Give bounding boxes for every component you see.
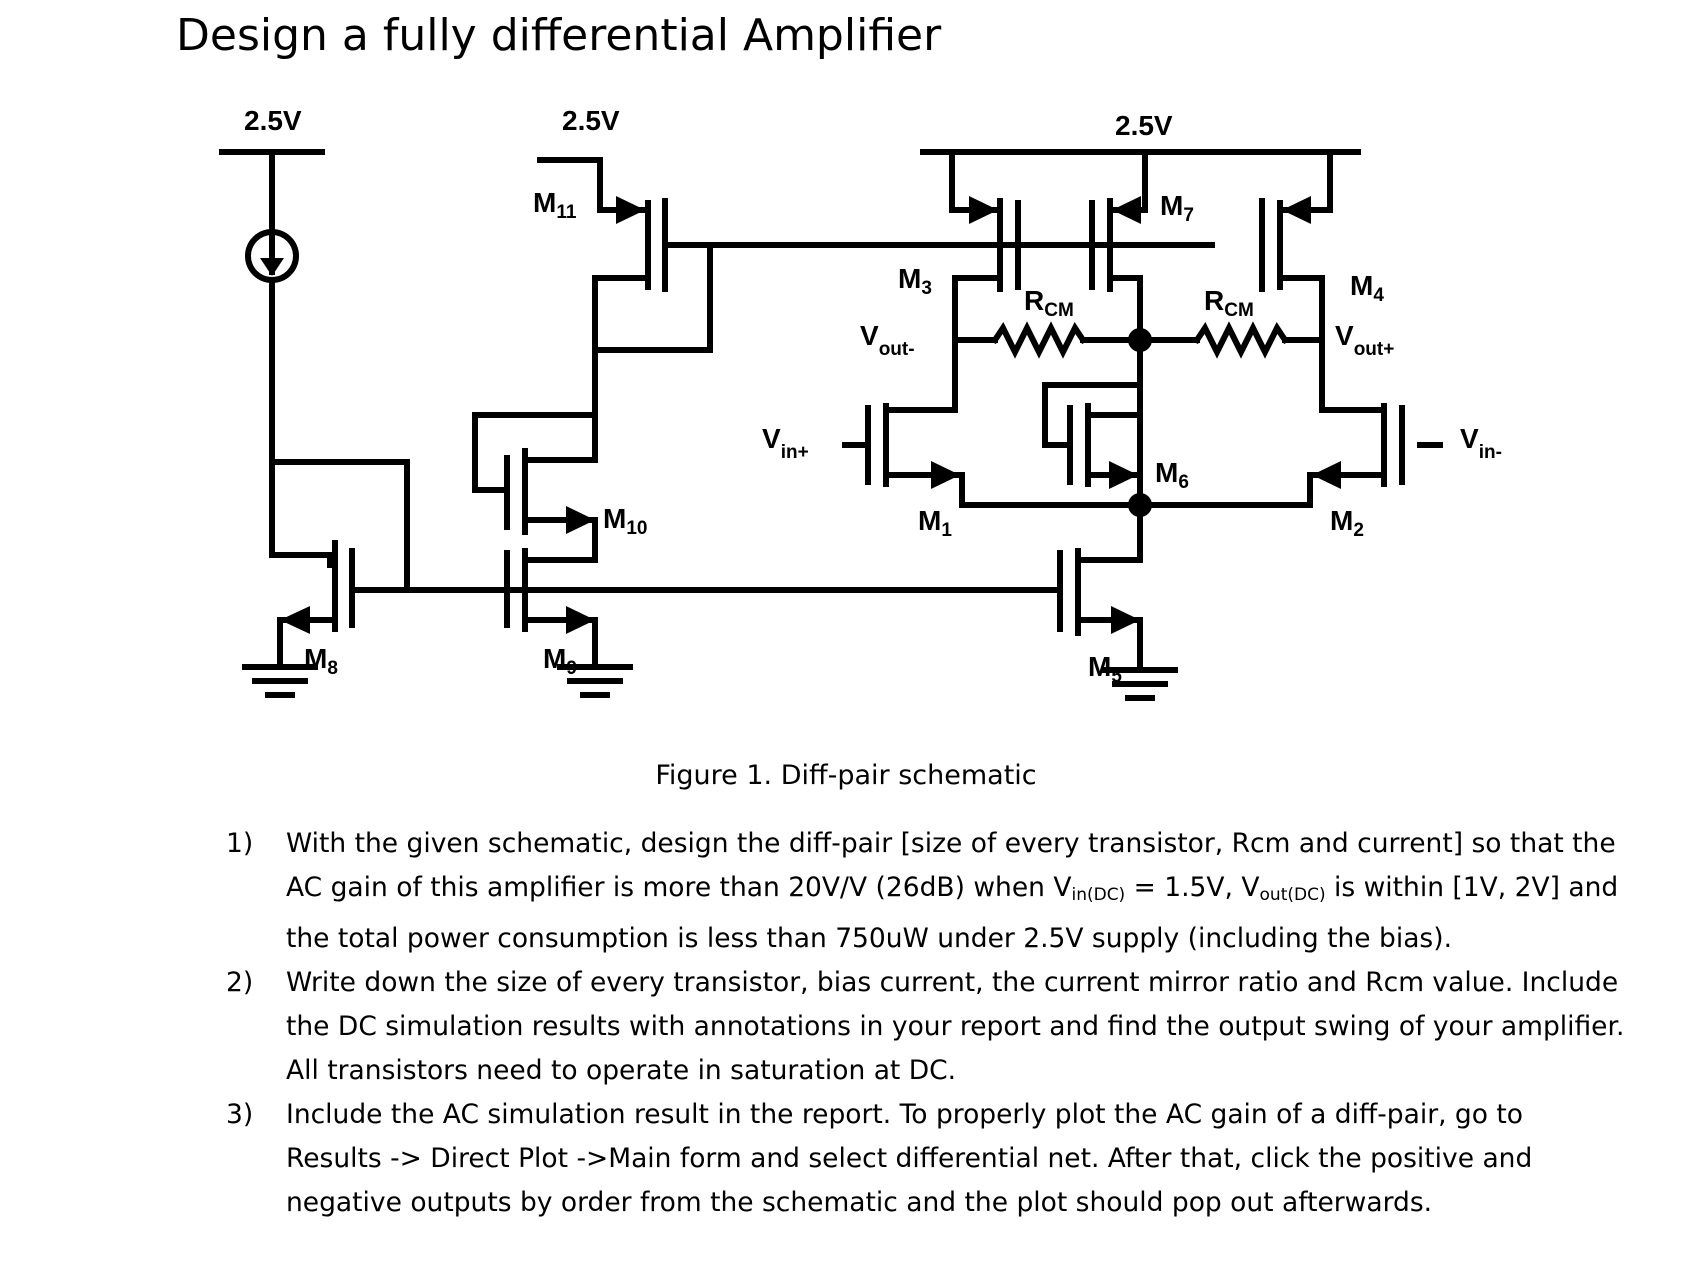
label-rcm-right: RCM: [1204, 285, 1254, 321]
transistor-m4: [1259, 149, 1333, 413]
label-m7: M7: [1160, 190, 1194, 226]
transistor-m1: [842, 403, 965, 508]
question-text-part: With the given schematic, design the dif…: [286, 828, 1616, 903]
schematic-labels: 2.5V 2.5V 2.5V M11 M7 M3 M4 M6 M1 M2 M10…: [244, 105, 1502, 687]
label-vout-plus: Vout+: [1335, 320, 1394, 360]
bias-current-source: [245, 149, 410, 593]
question-text: Include the AC simulation result in the …: [286, 1099, 1533, 1218]
label-m3: M3: [898, 263, 932, 299]
figure-caption: Figure 1. Diff-pair schematic: [655, 760, 1037, 791]
label-m1: M1: [918, 505, 952, 541]
label-rcm-left: RCM: [1024, 285, 1074, 321]
transistor-m8: [242, 540, 1063, 698]
question-item: 3) Include the AC simulation result in t…: [226, 1093, 1626, 1225]
label-m2: M2: [1330, 505, 1364, 541]
transistor-m7: [1089, 149, 1148, 508]
page-title: Design a fully differential Amplifier: [176, 10, 942, 61]
question-item: 2) Write down the size of every transist…: [226, 961, 1626, 1093]
supply-label-mid: 2.5V: [562, 105, 620, 136]
supply-label-right: 2.5V: [1115, 110, 1173, 141]
transistor-m6: [1042, 382, 1143, 489]
label-m10: M10: [603, 503, 647, 539]
transistor-m11: [592, 192, 1215, 353]
transistor-m5: [959, 493, 1313, 701]
question-number: 2): [226, 967, 254, 998]
question-number: 3): [226, 1099, 254, 1130]
question-item: 1) With the given schematic, design the …: [226, 822, 1626, 961]
transistor-m2: [1307, 403, 1443, 508]
question-text-part: is within [1V, 2V] and the total power c…: [286, 872, 1619, 954]
label-vout-minus: Vout-: [860, 320, 915, 360]
supply-rails: [219, 149, 1361, 198]
transistor-m3: [949, 149, 1021, 413]
label-m6: M6: [1155, 457, 1189, 493]
label-vin-minus: Vin-: [1460, 423, 1502, 463]
question-text: Write down the size of every transistor,…: [286, 967, 1625, 1086]
label-m4: M4: [1350, 270, 1384, 306]
subscript-out-dc: out(DC): [1259, 885, 1326, 905]
label-m11: M11: [533, 187, 577, 223]
resistor-rcm-right: [1192, 321, 1290, 359]
question-text-part: = 1.5V, V: [1125, 872, 1260, 903]
transistor-m9: [504, 525, 633, 698]
label-m5: M5: [1088, 651, 1122, 687]
rcm-network: [952, 321, 1325, 359]
supply-label-left: 2.5V: [244, 105, 302, 136]
cm-node-dot: [1128, 328, 1152, 352]
transistor-m10: [472, 275, 598, 538]
diff-pair-schematic: 2.5V 2.5V 2.5V M11 M7 M3 M4 M6 M1 M2 M10…: [219, 105, 1502, 701]
question-number: 1): [226, 828, 254, 859]
question-list: 1) With the given schematic, design the …: [226, 822, 1626, 1225]
subscript-in-dc: in(DC): [1071, 885, 1126, 905]
label-m9: M9: [543, 643, 577, 679]
resistor-rcm-left: [990, 321, 1088, 359]
label-m8: M8: [304, 643, 338, 679]
label-vin-plus: Vin+: [762, 423, 809, 463]
